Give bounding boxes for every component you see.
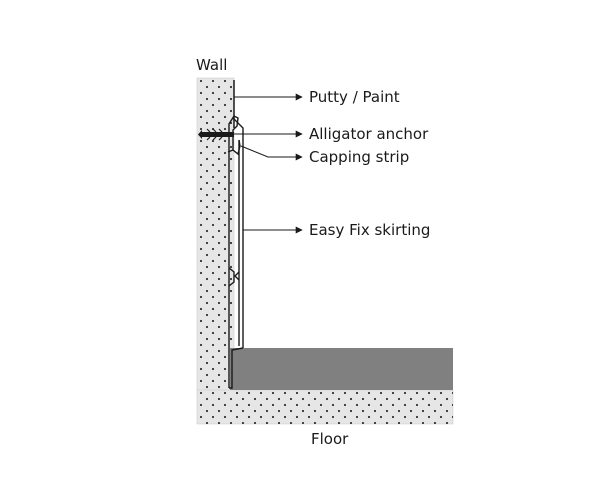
capping-leader [240,145,303,161]
floor-label: Floor [311,430,349,448]
wall [196,77,235,394]
wall-label: Wall [196,56,227,74]
capping-label: Capping strip [309,148,409,166]
skirting-label: Easy Fix skirting [309,221,430,239]
floor-slab [196,389,454,425]
skirting-profile [227,115,244,389]
putty-label: Putty / Paint [309,88,400,106]
anchor-label: Alligator anchor [309,125,429,143]
floor-screed [230,348,453,390]
alligator-anchor [198,128,234,141]
